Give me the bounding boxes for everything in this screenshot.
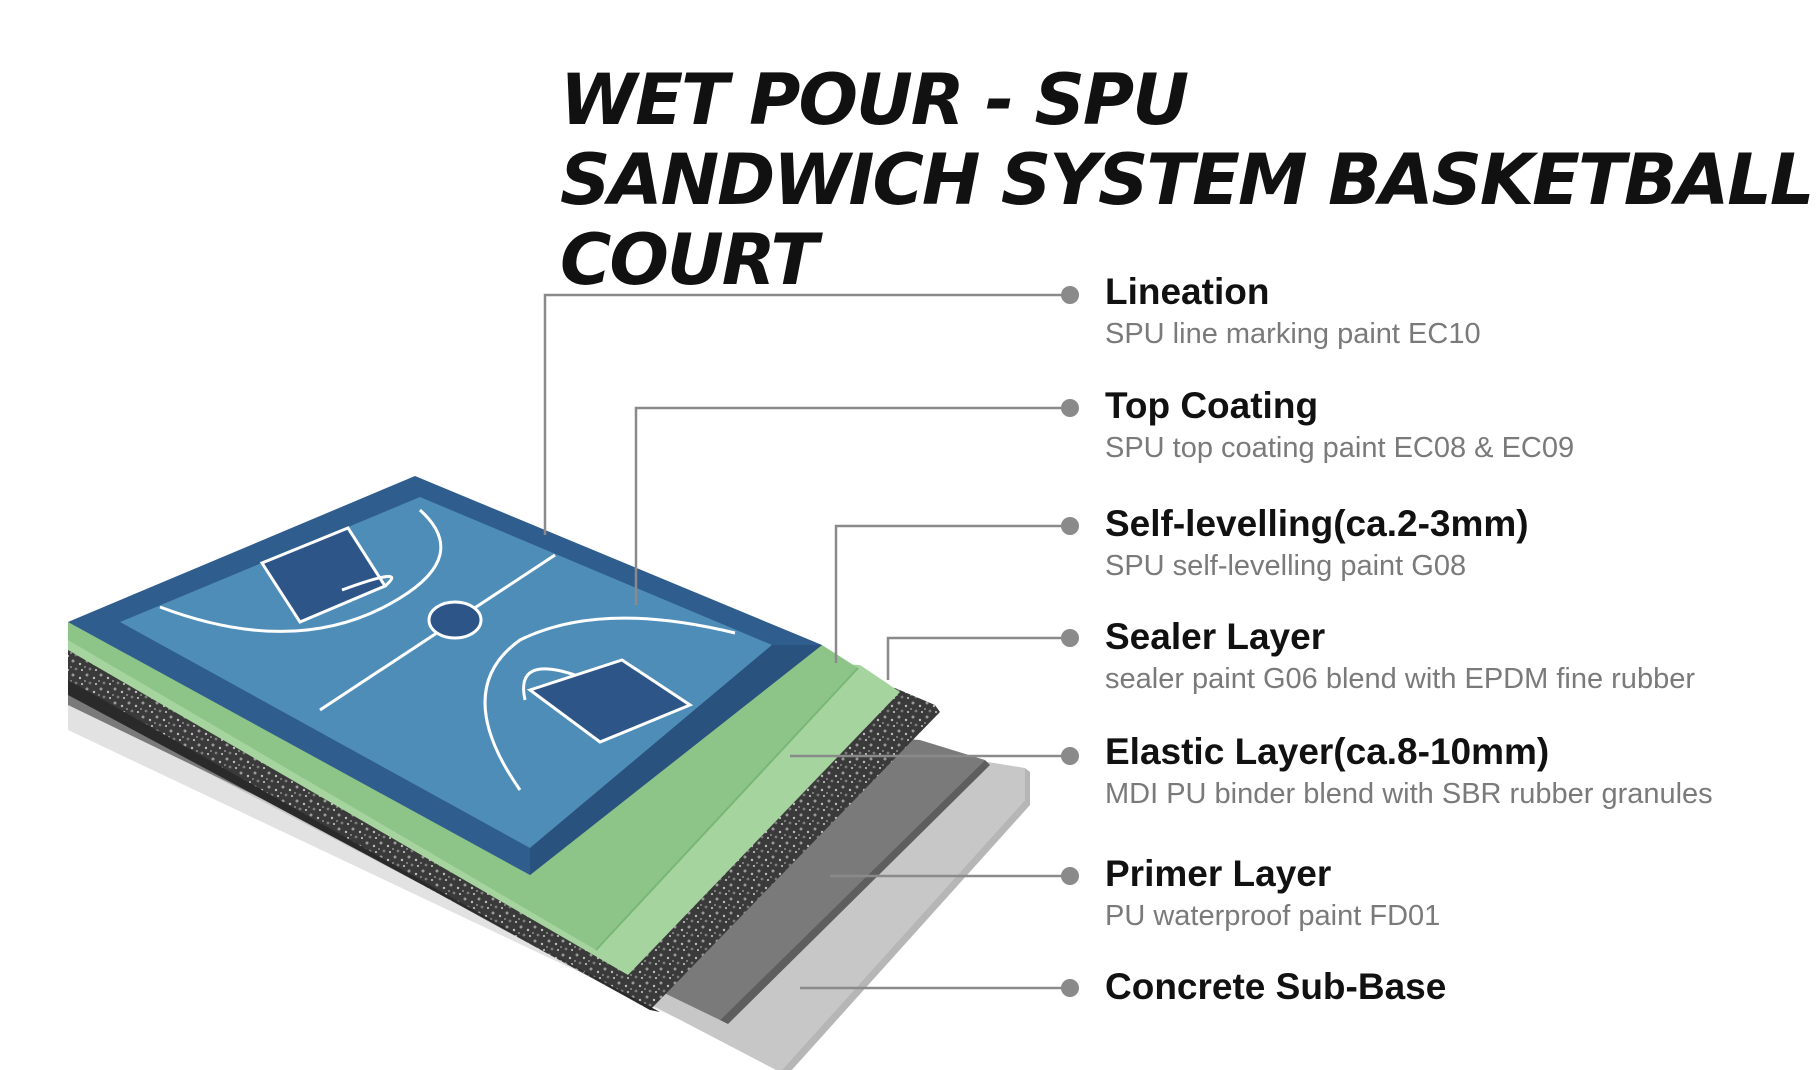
layer-name: Sealer Layer [1105,616,1326,657]
leader-dot-primer [1061,867,1079,885]
layer-desc: MDI PU binder blend with SBR rubber gran… [1105,778,1713,810]
title-line-2: SANDWICH SYSTEM BASKETBALL COURT [560,139,1814,301]
layer-name: Lineation [1105,271,1270,312]
leader-dots [1061,286,1079,997]
label-sealer: Sealer Layer sealer paint G06 blend with… [1105,615,1805,699]
left-three-point-line [159,508,443,633]
label-concrete: Concrete Sub-Base [1105,965,1805,1009]
leader-dot-elastic [1061,747,1079,765]
leader-dot-self-levelling [1061,517,1079,535]
layer-name: Primer Layer [1105,853,1332,894]
court-side-shadow [530,645,822,875]
layer-name: Concrete Sub-Base [1105,966,1447,1007]
right-three-point-line [483,616,736,791]
layer-desc: sealer paint G06 blend with EPDM fine ru… [1105,663,1695,695]
label-lineation: Lineation SPU line marking paint EC10 [1105,270,1805,354]
label-top-coating: Top Coating SPU top coating paint EC08 &… [1105,384,1805,468]
left-free-throw-arc [341,575,394,592]
right-key [526,658,694,744]
primer-right-face [720,760,990,1024]
leader-sealer [886,636,1070,680]
label-self-levelling: Self-levelling(ca.2-3mm) SPU self-levell… [1105,502,1805,586]
leader-dot-lineation [1061,286,1079,304]
layer-desc: PU waterproof paint FD01 [1105,900,1441,932]
leader-lines [543,293,1070,990]
layer-desc: SPU top coating paint EC08 & EC09 [1105,432,1575,464]
basketball-court [68,476,822,875]
self-levelling-edge [595,667,859,951]
title-line-1: WET POUR - SPU [560,59,1189,141]
layer-name: Elastic Layer(ca.8-10mm) [1105,731,1550,772]
page-title: WET POUR - SPU SANDWICH SYSTEM BASKETBAL… [560,60,1820,300]
leader-self-levelling [834,524,1070,663]
centre-circle [427,600,483,640]
layer-name: Self-levelling(ca.2-3mm) [1105,503,1529,544]
leader-lineation [543,293,1070,535]
layer-desc: SPU line marking paint EC10 [1105,318,1481,350]
leader-top-coating [634,406,1070,605]
leader-dot-sealer [1061,629,1079,647]
leader-dot-top-coating [1061,399,1079,417]
layer-desc: SPU self-levelling paint G08 [1105,550,1467,582]
right-free-throw-arc [522,667,576,701]
leader-dot-concrete [1061,979,1079,997]
label-primer: Primer Layer PU waterproof paint FD01 [1105,852,1805,936]
layer-name: Top Coating [1105,385,1319,426]
label-elastic: Elastic Layer(ca.8-10mm) MDI PU binder b… [1105,730,1805,814]
